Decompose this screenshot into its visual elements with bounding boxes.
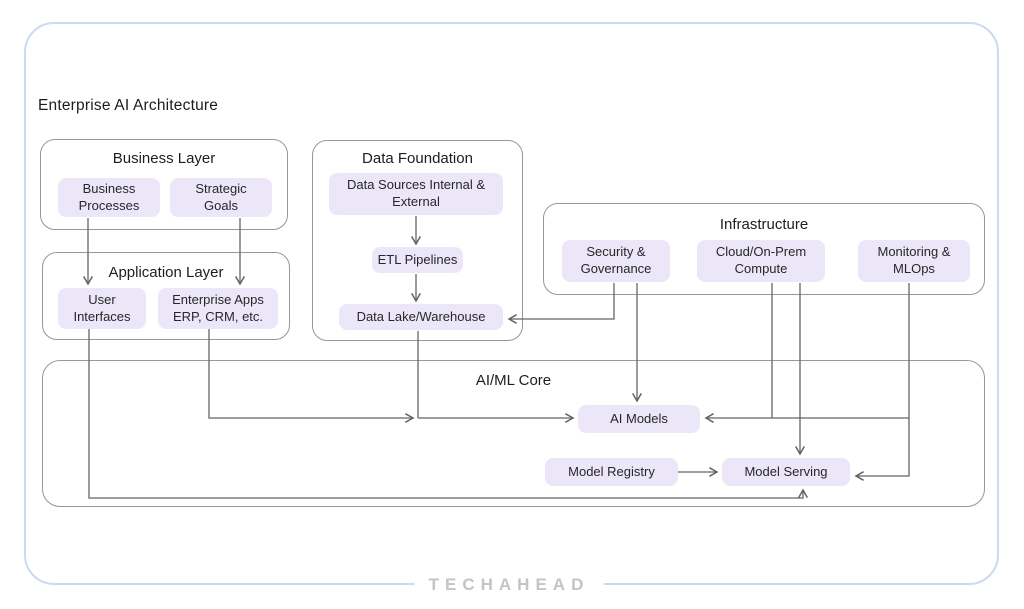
page-title: Enterprise AI Architecture — [38, 97, 219, 114]
node-strategic-goals: Strategic Goals — [170, 178, 272, 217]
node-etl-pipelines: ETL Pipelines — [372, 247, 463, 273]
node-enterprise-apps: Enterprise Apps ERP, CRM, etc. — [158, 288, 278, 329]
node-user-interfaces: User Interfaces — [58, 288, 146, 329]
node-cloud-on-prem-compute: Cloud/On-Prem Compute — [697, 240, 825, 282]
node-security-governance: Security & Governance — [562, 240, 670, 282]
node-data-sources: Data Sources Internal & External — [329, 173, 503, 215]
box-title-aiml-core: AI/ML Core — [475, 372, 552, 389]
node-data-lake-warehouse: Data Lake/Warehouse — [339, 304, 503, 330]
techahead-logo: TECHAHEAD — [414, 575, 604, 595]
box-title-application-layer: Application Layer — [108, 264, 224, 281]
box-title-data-foundation: Data Foundation — [362, 150, 473, 167]
node-model-registry: Model Registry — [545, 458, 678, 486]
node-monitoring-mlops: Monitoring & MLOps — [858, 240, 970, 282]
node-model-serving: Model Serving — [722, 458, 850, 486]
box-title-infrastructure: Infrastructure — [719, 216, 809, 233]
node-business-processes: Business Processes — [58, 178, 160, 217]
node-ai-models: AI Models — [578, 405, 700, 433]
box-title-business-layer: Business Layer — [112, 150, 216, 167]
